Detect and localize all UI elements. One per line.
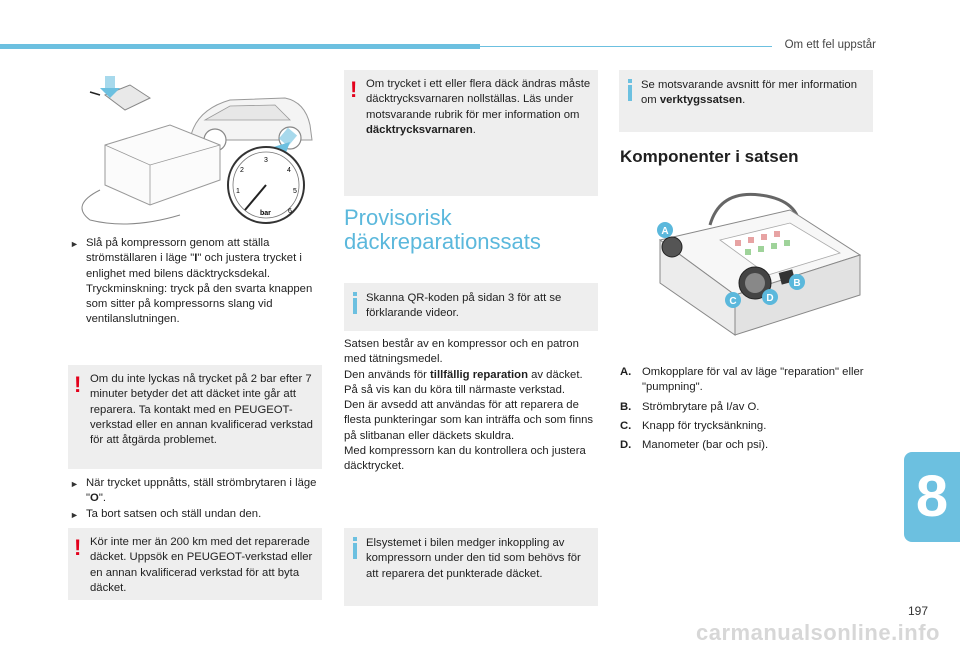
callout-d: D	[762, 289, 778, 305]
section-heading: Komponenter i satsen	[620, 147, 799, 166]
chapter-tab: 8	[904, 452, 960, 542]
gauge-tick: 3	[264, 157, 268, 164]
info-box: Elsystemet i bilen medger inkoppling av …	[344, 528, 598, 606]
list-item: C. Knapp för trycksänkning.	[620, 419, 767, 432]
info-box: Se motsvarande avsnitt för mer informati…	[619, 70, 873, 132]
info-icon	[353, 292, 357, 314]
gauge-tick: 1	[236, 188, 240, 195]
gauge-tick: 2	[240, 167, 244, 174]
component-list: A. Omkopplare för val av läge "reparatio…	[620, 365, 870, 457]
warning-text: Om trycket i ett eller flera däck ändras…	[366, 78, 591, 136]
callout-b: B	[789, 274, 805, 290]
warning-box: ! Kör inte mer än 200 km med det reparer…	[68, 528, 322, 600]
gauge-tick: 4	[287, 167, 291, 174]
warning-box: ! Om trycket i ett eller flera däck ändr…	[344, 70, 598, 196]
header-rule	[480, 46, 772, 47]
warning-icon: !	[74, 535, 82, 560]
warning-icon: !	[74, 372, 82, 397]
compressor-illustration: 1 2 3 4 5 6 bar	[81, 76, 313, 225]
gauge-tick: 6	[288, 208, 292, 215]
list-item: A. Omkopplare för val av läge "reparatio…	[620, 366, 864, 394]
info-text: Skanna QR-koden på sidan 3 för att se fö…	[366, 292, 562, 320]
warning-box: ! Om du inte lyckas nå trycket på 2 bar …	[68, 365, 322, 469]
callout-a: A	[657, 222, 673, 238]
gauge-unit: bar	[260, 210, 271, 217]
svg-text:A: A	[661, 226, 668, 237]
body-text: Satsen består av en kompressor och en pa…	[344, 338, 594, 473]
bullet-icon: ►	[70, 510, 79, 520]
header-accent-bar	[0, 44, 480, 49]
watermark: carmanualsonline.info	[696, 620, 940, 645]
instruction-text: Ta bort satsen och ställ undan den.	[86, 508, 262, 520]
kit-illustration: A B C D	[657, 192, 862, 336]
info-text: Se motsvarande avsnitt för mer informati…	[641, 79, 857, 107]
bullet-icon: ►	[70, 239, 79, 249]
instruction-text: Slå på kompressorn genom att ställa strö…	[86, 237, 313, 326]
page-number: 197	[907, 604, 928, 618]
instruction-text: När trycket uppnåtts, ställ strömbrytare…	[86, 477, 317, 505]
list-item: B. Strömbrytare på I/av O.	[620, 400, 760, 413]
section-title: Om ett fel uppstår	[784, 39, 876, 51]
bullet-icon: ►	[70, 479, 79, 489]
pressure-gauge: 1 2 3 4 5 6 bar	[227, 146, 305, 224]
section-heading: Provisorisk däckreparationssats	[344, 205, 541, 254]
list-item: D. Manometer (bar och psi).	[620, 439, 769, 452]
warning-icon: !	[350, 77, 358, 102]
gauge-tick: 5	[293, 188, 297, 195]
warning-text: Om du inte lyckas nå trycket på 2 bar ef…	[90, 373, 313, 447]
info-box: Skanna QR-koden på sidan 3 för att se fö…	[344, 283, 598, 331]
info-icon	[353, 537, 357, 559]
info-icon	[628, 79, 632, 101]
svg-text:B: B	[793, 278, 800, 289]
warning-text: Kör inte mer än 200 km med det reparerad…	[90, 536, 313, 594]
callout-c: C	[725, 292, 741, 308]
info-text: Elsystemet i bilen medger inkoppling av …	[366, 537, 581, 580]
press-arrow-icon	[100, 76, 120, 98]
svg-text:C: C	[729, 296, 736, 307]
svg-text:D: D	[766, 293, 773, 304]
